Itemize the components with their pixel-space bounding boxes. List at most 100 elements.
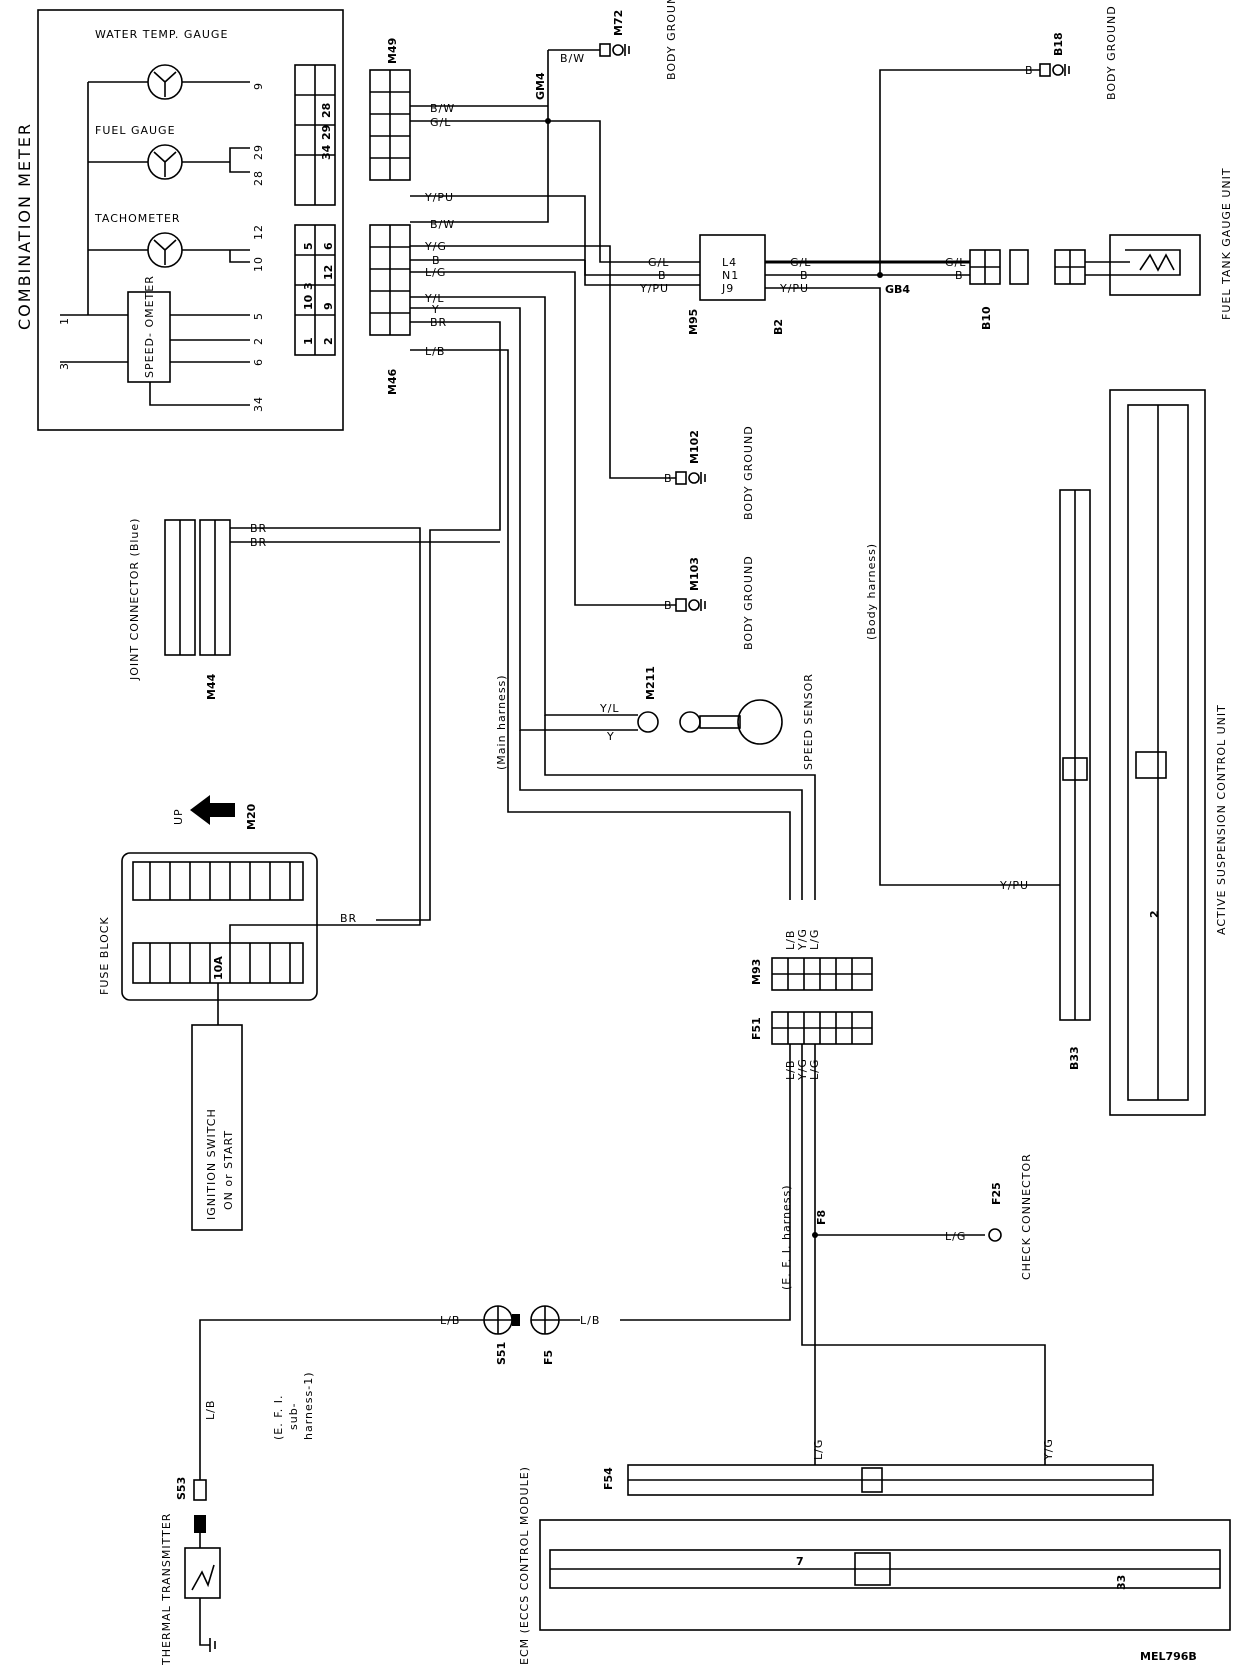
- combination-meter-title: COMBINATION METER: [15, 122, 34, 330]
- m95-pin-l4: L4: [722, 256, 737, 269]
- main-harness-label: (Main harness): [495, 674, 508, 770]
- meter-terminals: 9 29 28 12 10 5 2 6 34 1 3: [58, 82, 265, 412]
- wire-b-m103: B: [664, 599, 673, 612]
- wire-gl-b2: G/L: [790, 256, 811, 269]
- b33-label: B33: [1068, 1046, 1081, 1070]
- s51-label: S51: [495, 1342, 508, 1365]
- m20-label: M20: [245, 803, 258, 830]
- terminal-34: 34: [252, 396, 265, 412]
- meter-cell-2: 2: [322, 337, 335, 345]
- m95-label: M95: [687, 309, 700, 335]
- f25-label: F25: [990, 1182, 1003, 1205]
- ignition-switch-label: IGNITION SWITCH: [205, 1108, 218, 1220]
- fuse-block-label: FUSE BLOCK: [98, 916, 111, 995]
- wire-ypu-b33: Y/PU: [999, 879, 1029, 892]
- wire-lg-m93: L/G: [808, 929, 821, 950]
- wire-gl-b10: G/L: [945, 256, 966, 269]
- wire-lg-m46: L/G: [425, 266, 446, 279]
- ecm-label: ECM (ECCS CONTROL MODULE): [518, 1466, 531, 1665]
- meter-cell-28: 28: [320, 103, 333, 118]
- wire-b-b2: B: [800, 269, 809, 282]
- wire-bw-1: B/W: [430, 102, 455, 115]
- terminal-2: 2: [252, 337, 265, 345]
- water-temp-gauge-label: WATER TEMP. GAUGE: [95, 28, 228, 41]
- thermal-transmitter: THERMAL TRANSMITTER: [160, 1513, 221, 1666]
- ground-m72: M72 BODY GROUND: [599, 0, 678, 80]
- up-label: UP: [172, 808, 185, 825]
- fuel-tank-gauge-unit: FUEL TANK GAUGE UNIT: [1085, 167, 1233, 320]
- ground-m102: M102 BODY GROUND: [675, 425, 755, 520]
- wire-yg-f54: Y/G: [1042, 1438, 1055, 1461]
- speedometer-label: SPEED- OMETER: [143, 275, 156, 378]
- wire-ypu-m95: Y/PU: [639, 282, 669, 295]
- efi-sub-b: sub-: [287, 1402, 300, 1430]
- body-harness-label: (Body harness): [865, 543, 878, 640]
- body-ground-m103: BODY GROUND: [742, 555, 755, 650]
- terminal-9: 9: [252, 82, 265, 90]
- terminal-3: 3: [58, 362, 71, 370]
- meter-cell-6: 6: [322, 242, 335, 250]
- wire-br-fuse: BR: [340, 912, 357, 925]
- wire-br-m44-1: BR: [250, 522, 267, 535]
- efi-sub-a: (E. F. I.: [272, 1394, 285, 1440]
- ignition-switch: IGNITION SWITCH ON or START: [191, 1024, 243, 1231]
- body-ground-m102: BODY GROUND: [742, 425, 755, 520]
- body-ground-b18: BODY GROUND: [1105, 5, 1118, 100]
- wire-lg-f25: L/G: [945, 1230, 966, 1243]
- meter-cell-29: 29: [320, 125, 333, 140]
- meter-cell-3: 3: [302, 282, 315, 290]
- active-suspension-label: ACTIVE SUSPENSION CONTROL UNIT: [1215, 704, 1228, 935]
- fuel-gauge-label: FUEL GAUGE: [95, 124, 176, 137]
- terminal-10: 10: [252, 256, 265, 272]
- m72-label: M72: [612, 10, 625, 36]
- wire-yg-m93: Y/G: [796, 928, 809, 951]
- ecm: ECM (ECCS CONTROL MODULE) 7 33: [518, 1466, 1231, 1665]
- speed-sensor-label: SPEED SENSOR: [802, 673, 815, 770]
- wire-b-m102: B: [664, 472, 673, 485]
- meter-cell-5: 5: [302, 242, 315, 250]
- ground-b18: B18 BODY GROUND: [1039, 5, 1118, 100]
- connector-s53: S53: [175, 1477, 207, 1533]
- b10-label: B10: [980, 306, 993, 330]
- wire-ypu-b2: Y/PU: [779, 282, 809, 295]
- wire-bw-m72: B/W: [560, 52, 585, 65]
- joint-connector-label: JOINT CONNECTOR (Blue): [128, 518, 141, 681]
- m46-label: M46: [386, 368, 399, 395]
- wire-b-m46: B: [432, 254, 441, 267]
- efi-sub-c: harness-1): [302, 1371, 315, 1440]
- body-ground-m72: BODY GROUND: [665, 0, 678, 80]
- fuse-10a: 10A: [212, 956, 225, 980]
- ecm-pin-33: 33: [1115, 1575, 1128, 1590]
- f5-label: F5: [542, 1350, 555, 1365]
- m95-pin-n1: N1: [722, 269, 739, 282]
- connector-m93: M93: [750, 957, 873, 991]
- wire-yl-m46: Y/L: [424, 292, 445, 305]
- joint-connector-m44: JOINT CONNECTOR (Blue) M44: [128, 518, 231, 700]
- suspension-pin-2: 2: [1148, 910, 1161, 918]
- wire-b-b10: B: [955, 269, 964, 282]
- m211-label: M211: [644, 666, 657, 700]
- m49-label: M49: [386, 38, 399, 64]
- tachometer-label: TACHOMETER: [94, 212, 181, 225]
- wire-br-m44-2: BR: [250, 536, 267, 549]
- connector-s51-f5: S51 F5: [483, 1305, 560, 1365]
- wire-b-b18: B: [1025, 64, 1034, 77]
- m95-pin-j9: J9: [721, 282, 734, 295]
- b2-label: B2: [772, 319, 785, 335]
- wire-yg-m46: Y/G: [424, 240, 447, 253]
- wire-gl-m95: G/L: [648, 256, 669, 269]
- f8-label: F8: [815, 1210, 828, 1225]
- gb4-label: GB4: [885, 283, 910, 296]
- combination-meter: COMBINATION METER WATER TEMP. GAUGE FUEL…: [15, 9, 344, 431]
- up-arrow: UP M20: [172, 795, 258, 830]
- gm4-label: GM4: [534, 72, 547, 100]
- wire-gl-1: G/L: [430, 116, 451, 129]
- efi-harness-label: (E. F. I. harness): [780, 1184, 793, 1290]
- meter-cell-9: 9: [322, 302, 335, 310]
- connector-b10: B10: [969, 249, 1086, 330]
- wire-lb-s51: L/B: [440, 1314, 460, 1327]
- f51-label: F51: [750, 1017, 763, 1040]
- wire-yl-sensor: Y/L: [599, 702, 620, 715]
- ground-m103: M103 BODY GROUND: [675, 555, 755, 650]
- meter-cell-34: 34: [320, 144, 333, 160]
